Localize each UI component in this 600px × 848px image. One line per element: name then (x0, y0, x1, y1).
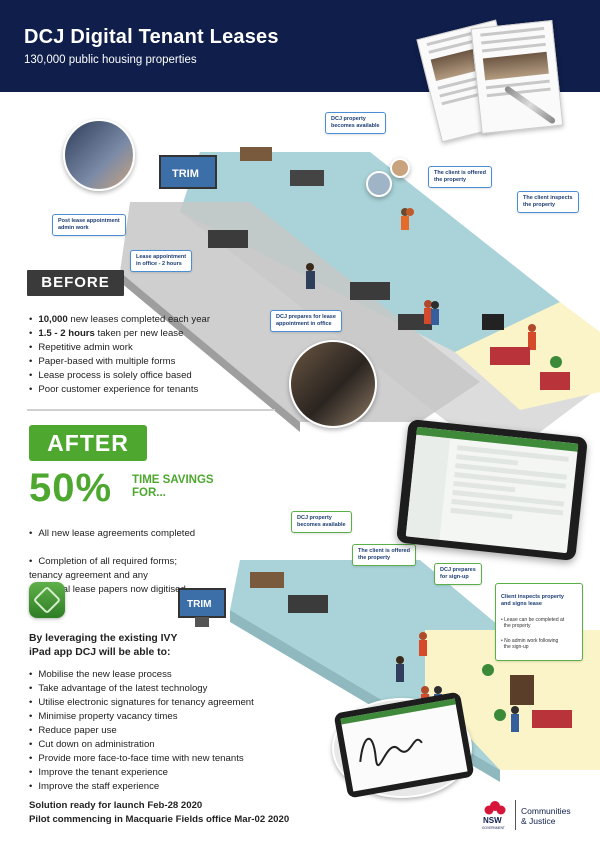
after-bullet-list: All new lease agreements completed Compl… (29, 513, 195, 611)
callout-inspects-signs: Client inspects property and signs lease… (495, 583, 583, 662)
list-item: Improve the tenant experience (29, 766, 254, 780)
list-item: 10,000 new leases completed each year (29, 313, 210, 327)
before-bullet-list: 10,000 new leases completed each year 1.… (29, 313, 210, 397)
callout-after-property-available: DCJ property becomes available (291, 511, 352, 533)
list-item: Provide more face-to-face time with new … (29, 752, 254, 766)
list-item: Minimise property vacancy times (29, 710, 254, 724)
benefits-list: Mobilise the new lease process Take adva… (29, 668, 254, 794)
list-item: Paper-based with multiple forms (29, 355, 210, 369)
list-item: Take advantage of the latest technology (29, 682, 254, 696)
after-badge: AFTER (29, 425, 147, 461)
callout-post-lease-admin: Post lease appointment admin work (52, 214, 126, 236)
callout-prepares-office: DCJ prepares for lease appointment in of… (270, 310, 342, 332)
callout-client-offered: The client is offered the property (428, 166, 492, 188)
ivy-ipad-app-screen (396, 418, 588, 562)
meeting-photo (289, 340, 377, 428)
nsw-text: NSW (483, 816, 502, 825)
office-worker-photo (63, 119, 135, 191)
before-badge: BEFORE (27, 270, 124, 296)
callout-property-available: DCJ property becomes available (325, 112, 386, 134)
callout-after-client-offered: The client is offered the property (352, 544, 416, 566)
list-item: Improve the staff experience (29, 780, 254, 794)
launch-dates: Solution ready for launch Feb-28 2020 Pi… (29, 800, 290, 825)
time-savings-label: TIME SAVINGS FOR... (132, 474, 214, 499)
list-item: Mobilise the new lease process (29, 668, 254, 682)
list-item: Poor customer experience for tenants (29, 383, 210, 397)
list-item: 1.5 - 2 hours taken per new lease (29, 327, 210, 341)
list-item: Cut down on administration (29, 738, 254, 752)
page-subtitle: 130,000 public housing properties (24, 54, 197, 66)
nsw-waratah-logo-icon: NSW GOVERNMENT (482, 801, 506, 830)
list-item: Utilise electronic signatures for tenanc… (29, 696, 253, 710)
time-savings-percent: 50% (29, 466, 113, 510)
trim-monitor-illustration: TRIM (178, 588, 226, 627)
list-item: Lease process is solely office based (29, 369, 210, 383)
communities-justice-logo-text: Communities & Justice (521, 806, 571, 826)
section-divider (27, 409, 275, 411)
client-phone-avatar (366, 171, 392, 197)
callout-prepares-signup: DCJ prepares for sign-up (434, 563, 482, 585)
page-title: DCJ Digital Tenant Leases (24, 26, 279, 48)
tablet-signature-illustration (333, 691, 475, 799)
list-item: Repetitive admin work (29, 341, 210, 355)
list-item: Reduce paper use (29, 724, 254, 738)
list-item: All new lease agreements completed (29, 527, 195, 541)
svg-text:TRIM: TRIM (187, 599, 211, 610)
government-text: GOVERNMENT (482, 826, 505, 830)
svg-text:TRIM: TRIM (172, 168, 199, 180)
callout-lease-appointment: Lease appointment in office - 2 hours (130, 250, 193, 272)
logo-divider (515, 800, 516, 830)
leveraging-heading: By leveraging the existing IVY iPad app … (29, 633, 178, 658)
callout-client-inspects: The client inspects the property (517, 191, 579, 213)
staff-avatar (390, 158, 410, 178)
ivy-app-icon (29, 582, 65, 618)
signature-icon (359, 737, 423, 767)
